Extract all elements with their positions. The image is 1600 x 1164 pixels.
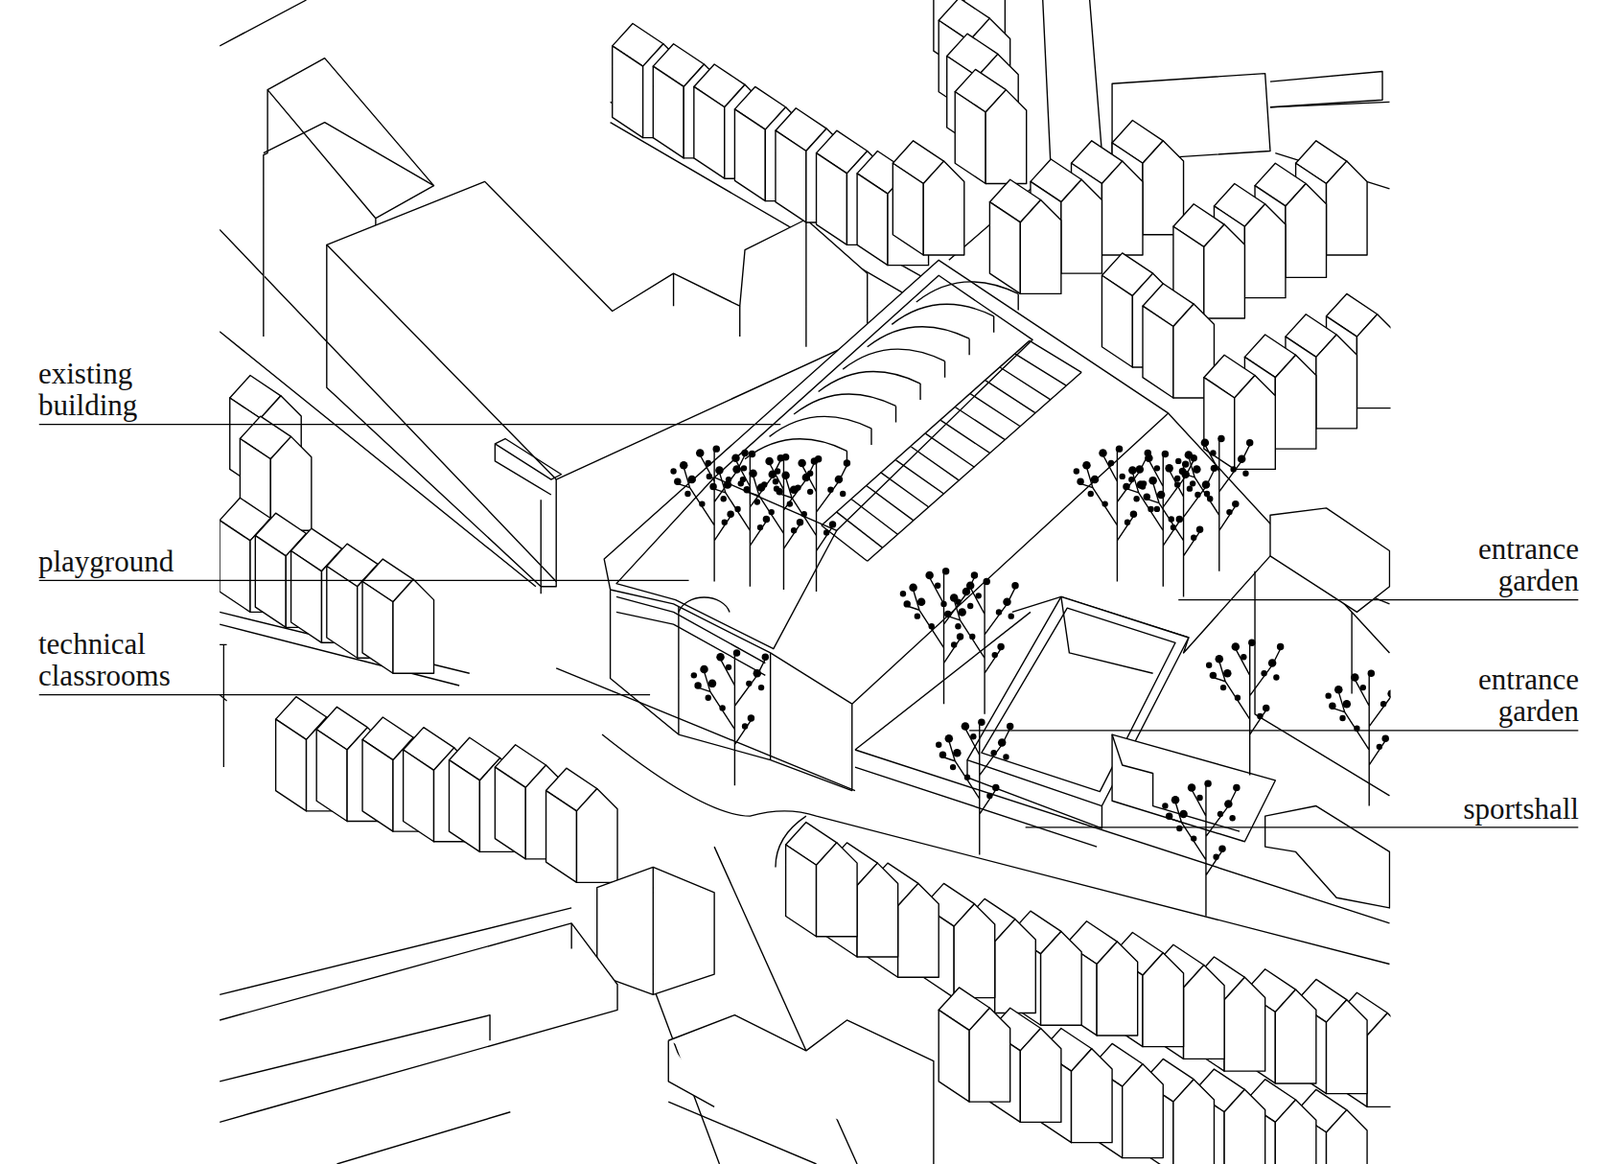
callout-label: entrance garden	[1411, 533, 1579, 598]
leader-lines	[39, 424, 1579, 828]
callout-label: technical classrooms	[38, 627, 207, 693]
callout-label: entrance garden	[1411, 663, 1579, 728]
callout-label: existing building	[38, 357, 207, 422]
callout-label: sportshall	[1462, 792, 1579, 825]
callout-label: playground	[38, 545, 174, 578]
